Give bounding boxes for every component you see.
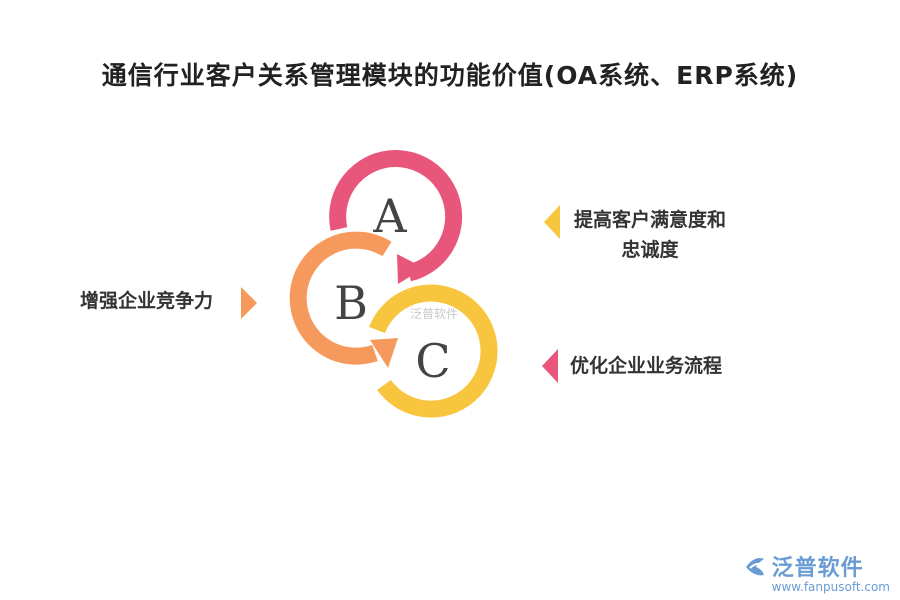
label-c: 优化企业业务流程 xyxy=(570,355,723,377)
page-title: 通信行业客户关系管理模块的功能价值(OA系统、ERP系统) xyxy=(101,61,799,90)
marker-c-arrow xyxy=(542,349,558,383)
ring-b xyxy=(289,231,392,365)
ring-letter-b: B xyxy=(334,276,368,330)
brand-name: 泛普软件 xyxy=(771,556,864,581)
ring-a xyxy=(329,150,463,282)
marker-a-arrow xyxy=(544,205,560,239)
ring-letter-a: A xyxy=(373,189,407,243)
brand-logo-icon xyxy=(745,558,764,576)
ring-b-arrowhead xyxy=(370,338,398,368)
ring-a-arrowhead xyxy=(397,254,424,284)
label-b: 增强企业竞争力 xyxy=(80,290,214,312)
brand-url: www.fanpusoft.com xyxy=(771,580,890,594)
ring-c xyxy=(369,284,498,418)
label-a-line1: 提高客户满意度和 xyxy=(574,209,727,231)
center-watermark: 泛普软件 xyxy=(410,307,459,321)
brand-watermark: 泛普软件 www.fanpusoft.com xyxy=(742,550,890,594)
label-a: 提高客户满意度和 忠诚度 xyxy=(574,205,726,265)
marker-b-arrow xyxy=(241,287,257,319)
label-a-line2: 忠诚度 xyxy=(621,239,679,261)
ring-letter-c: C xyxy=(415,334,451,388)
